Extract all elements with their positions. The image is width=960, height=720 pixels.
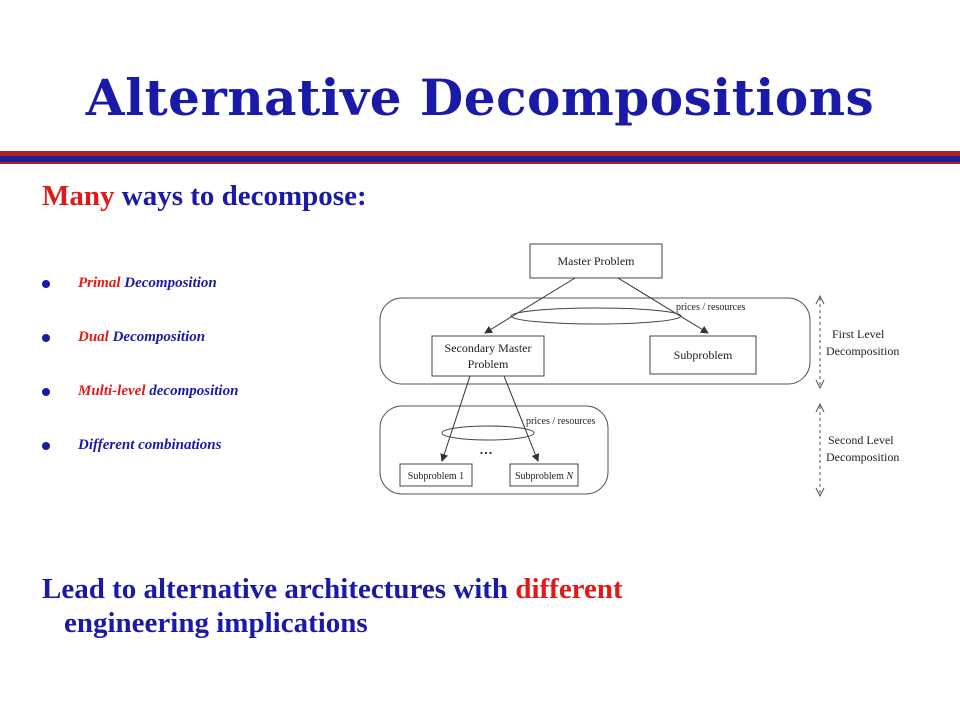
bullet-dot-icon bbox=[42, 388, 50, 396]
bullet-text: decomposition bbox=[145, 383, 239, 399]
bullet-dot-icon bbox=[42, 334, 50, 342]
prices-ellipse-top bbox=[510, 307, 682, 325]
list-item-combinations: Different combinations bbox=[42, 432, 362, 459]
bullet-dot-icon bbox=[42, 280, 50, 288]
first-level-label-line1: First Level bbox=[832, 327, 885, 341]
subproblem-n-label: Subproblem N bbox=[515, 471, 574, 482]
prices-label-top: prices / resources bbox=[676, 302, 746, 313]
arrow-secondary-to-sub1 bbox=[440, 375, 471, 462]
conclusion-after: engineering implications bbox=[64, 607, 368, 639]
decomposition-list: Primal Decomposition Dual Decomposition … bbox=[42, 270, 362, 486]
conclusion-text: Lead to alternative architectures with d… bbox=[42, 572, 922, 640]
subproblem-1-box bbox=[399, 463, 473, 487]
section-heading: Many ways to decompose: bbox=[42, 180, 367, 213]
second-level-label-line1: Second Level bbox=[828, 433, 894, 447]
master-problem-label: Master Problem bbox=[558, 254, 636, 268]
heading-rest: ways to decompose: bbox=[114, 180, 367, 212]
arrow-secondary-to-subN bbox=[503, 375, 540, 462]
slide-title: Alternative Decompositions bbox=[85, 68, 875, 127]
secondary-master-label-line2: Problem bbox=[468, 357, 509, 371]
arrow-master-to-subproblem bbox=[617, 277, 709, 334]
prices-ellipse-bottom bbox=[441, 425, 535, 441]
bullet-text: Decomposition bbox=[108, 329, 206, 345]
first-level-label-line2: Decomposition bbox=[826, 344, 899, 358]
title-rule-blue bbox=[0, 156, 960, 162]
title-rule-red bbox=[0, 151, 960, 156]
subproblem-label: Subproblem bbox=[674, 348, 733, 362]
list-item-primal: Primal Decomposition bbox=[42, 270, 362, 297]
secondary-master-box bbox=[431, 335, 545, 377]
heading-accent: Many bbox=[42, 180, 115, 212]
secondary-master-label-line1: Secondary Master bbox=[445, 341, 532, 355]
list-item-multilevel: Multi-level decomposition bbox=[42, 378, 362, 405]
bullet-text: Different combinations bbox=[78, 437, 222, 453]
prices-label-bottom: prices / resources bbox=[526, 416, 596, 427]
title-rule-red-thin bbox=[0, 162, 960, 164]
bullet-text: Decomposition bbox=[120, 275, 217, 291]
list-item-dual: Dual Decomposition bbox=[42, 324, 362, 351]
bullet-accent: Dual bbox=[78, 329, 109, 345]
bullet-dot-icon bbox=[42, 442, 50, 450]
ellipsis-label: ... bbox=[479, 438, 493, 458]
bullet-accent: Multi-level bbox=[78, 383, 146, 399]
subproblem-box bbox=[649, 335, 757, 375]
subproblem-n-box bbox=[509, 463, 579, 487]
arrow-master-to-secondary bbox=[484, 277, 576, 334]
first-level-container bbox=[379, 297, 811, 385]
subproblem-1-label: Subproblem 1 bbox=[408, 471, 464, 482]
decomposition-diagram: Master Problem prices / resources Second… bbox=[379, 243, 899, 498]
master-problem-box bbox=[529, 243, 663, 279]
bullet-accent: Primal bbox=[78, 275, 121, 291]
second-level-label-line2: Decomposition bbox=[826, 450, 899, 464]
conclusion-accent: different bbox=[515, 573, 623, 605]
conclusion-before: Lead to alternative architectures with bbox=[42, 573, 516, 605]
second-level-container bbox=[379, 405, 609, 495]
